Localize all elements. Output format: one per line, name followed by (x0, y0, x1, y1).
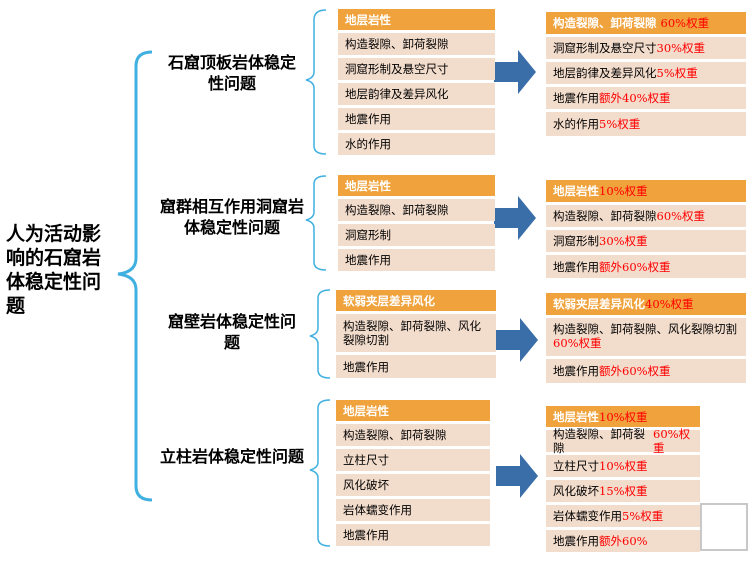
factor-item: 地层岩性 (338, 9, 495, 30)
factor-item: 构造裂隙、卸荷裂隙 (338, 199, 495, 221)
factor-item: 构造裂隙、卸荷裂隙 (336, 424, 490, 446)
factor-box-pillar: 地层岩性 构造裂隙、卸荷裂隙 立柱尺寸 风化破坏 岩体蠕变作用 地震作用 (336, 400, 490, 548)
category-title-roof: 石窟顶板岩体稳定性问题 (167, 53, 296, 93)
weight-item: 构造裂隙、卸荷裂隙 60%权重 (546, 12, 746, 34)
factor-item: 岩体蠕变作用 (336, 499, 490, 521)
factor-item: 风化破坏 (336, 474, 490, 496)
factor-box-group: 地层岩性 构造裂隙、卸荷裂隙 洞窟形制 地震作用 (338, 175, 495, 271)
factor-item: 地层韵律及差异风化 (338, 83, 495, 105)
arrow-icon (494, 50, 536, 94)
group1-bracket (305, 9, 327, 155)
arrow-icon (496, 454, 538, 498)
group3-bracket (309, 289, 331, 379)
factor-item: 地层岩性 (338, 175, 495, 196)
factor-item: 地震作用 (336, 524, 490, 546)
factor-item: 软弱夹层差异风化 (336, 290, 496, 311)
category-title-group: 窟群相互作用洞窟岩体稳定性问题 (160, 197, 305, 237)
factor-item: 地震作用 (336, 355, 496, 378)
factor-item: 洞窟形制 (338, 224, 495, 246)
factor-box-roof: 地层岩性 构造裂隙、卸荷裂隙 洞窟形制及悬空尺寸 地层韵律及差异风化 地震作用 … (338, 9, 495, 157)
group2-bracket (305, 175, 327, 271)
group4-bracket (309, 399, 331, 547)
root-title: 人为活动影响的石窟岩体稳定性问题 (6, 223, 102, 317)
factor-item: 构造裂隙、卸荷裂隙 (338, 33, 495, 55)
weight-item: 地震作用额外60%权重 (546, 359, 746, 383)
category-title-pillar: 立柱岩体稳定性问题 (159, 447, 304, 466)
factor-item: 构造裂隙、卸荷裂隙、风化裂隙切割 (336, 314, 496, 352)
root-brace (117, 50, 153, 502)
weight-item: 地震作用额外60% (546, 530, 700, 552)
factor-item: 洞窟形制及悬空尺寸 (338, 58, 495, 80)
weight-item: 地震作用额外40%权重 (546, 87, 746, 109)
weight-item: 构造裂隙、卸荷裂隙、风化裂隙切割60%权重 (546, 318, 746, 356)
arrow-icon (494, 196, 536, 240)
factor-item: 水的作用 (338, 133, 495, 155)
factor-item: 地层岩性 (336, 400, 490, 421)
factor-item: 地震作用 (338, 108, 495, 130)
category-title-wall: 窟壁岩体稳定性问题 (167, 312, 296, 352)
factor-item: 地震作用 (338, 249, 495, 271)
watermark-stamp (700, 503, 748, 551)
weight-item: 地震作用额外60%权重 (546, 255, 746, 278)
factor-item: 立柱尺寸 (336, 449, 490, 471)
factor-box-wall: 软弱夹层差异风化 构造裂隙、卸荷裂隙、风化裂隙切割 地震作用 (336, 290, 496, 380)
arrow-icon (496, 318, 538, 362)
